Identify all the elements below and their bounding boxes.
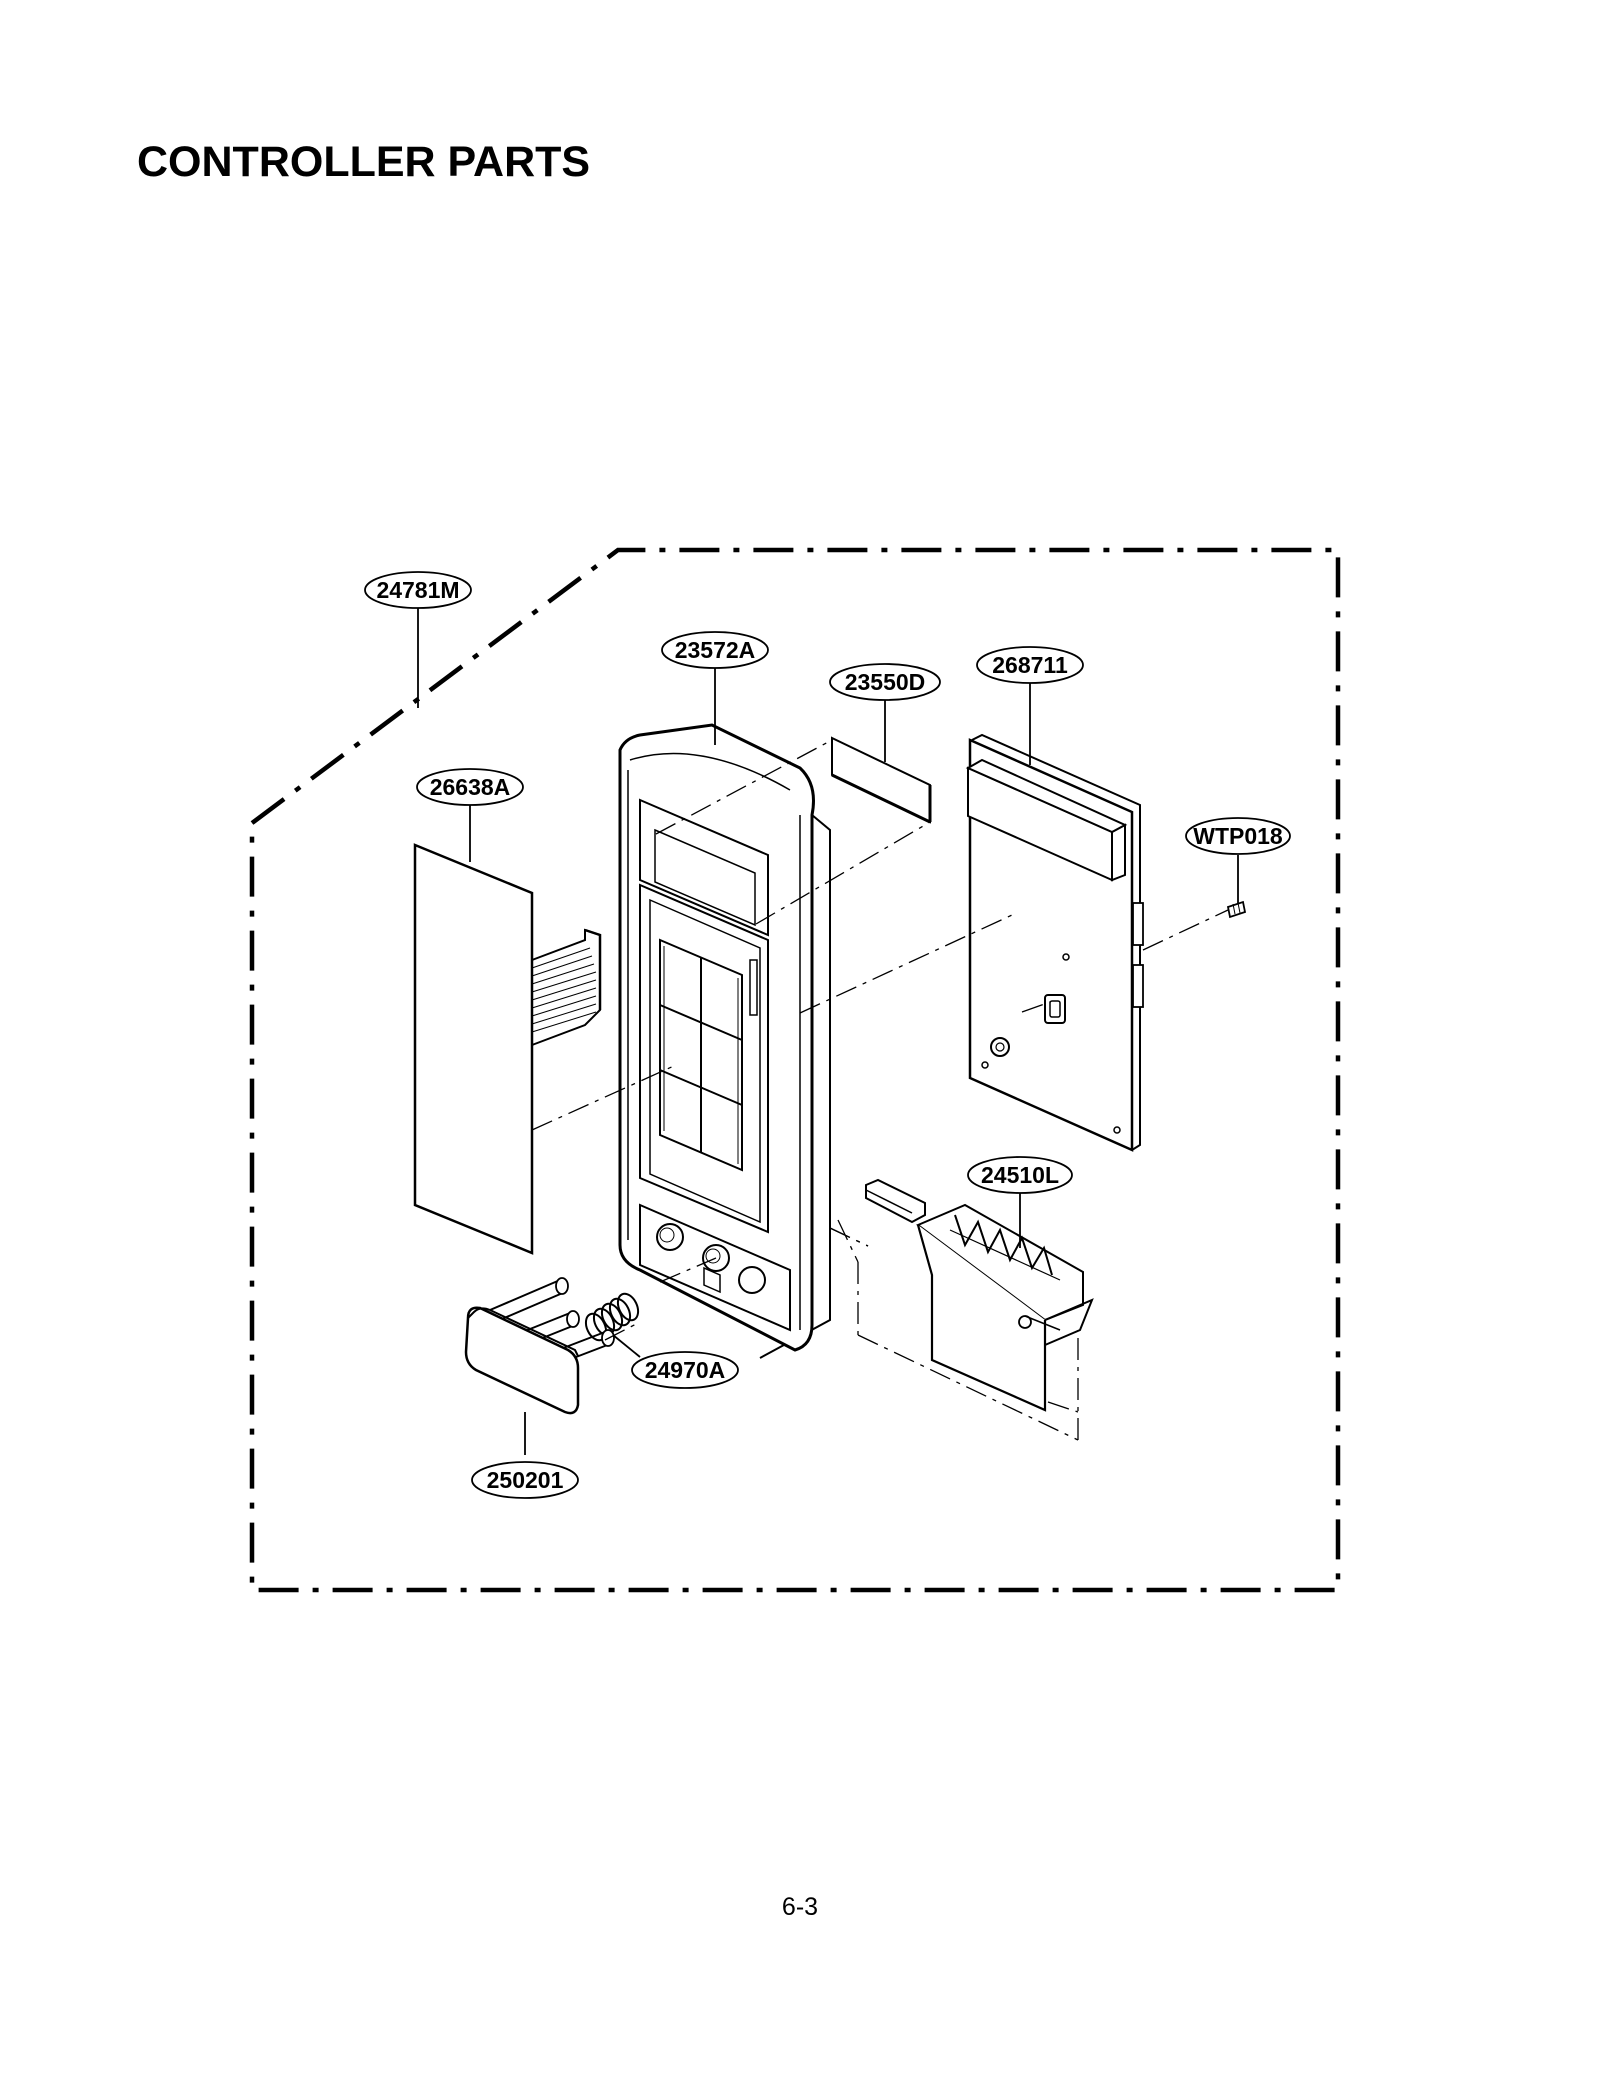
callout-26638a: 26638A xyxy=(416,768,524,806)
membrane-sheet-part xyxy=(413,843,602,1255)
callout-250201: 250201 xyxy=(471,1461,579,1499)
assembly-boundary xyxy=(249,547,1341,1593)
control-panel-frame-part xyxy=(618,723,831,1359)
display-filter-part xyxy=(831,736,932,824)
page-title: CONTROLLER PARTS xyxy=(137,138,591,186)
latch-lever-part xyxy=(865,1178,1094,1412)
callout-24510l: 24510L xyxy=(967,1156,1073,1194)
callout-24781m: 24781M xyxy=(364,571,472,609)
callout-24970a: 24970A xyxy=(631,1351,739,1389)
assembly-guide-lines xyxy=(531,739,1229,1441)
callout-leaders xyxy=(417,608,1239,1455)
svg-text:24781M: 24781M xyxy=(376,577,459,603)
svg-text:250201: 250201 xyxy=(487,1467,564,1493)
pcb-part xyxy=(965,733,1144,1152)
svg-text:24510L: 24510L xyxy=(981,1162,1059,1188)
svg-text:24970A: 24970A xyxy=(645,1357,726,1383)
svg-text:26638A: 26638A xyxy=(430,774,511,800)
callout-23550d: 23550D xyxy=(829,663,941,701)
callout-268711: 268711 xyxy=(976,646,1084,684)
screw-part xyxy=(1226,900,1247,919)
callout-wtp018: WTP018 xyxy=(1185,817,1291,855)
svg-text:WTP018: WTP018 xyxy=(1193,823,1283,849)
svg-text:268711: 268711 xyxy=(992,652,1068,678)
svg-text:23572A: 23572A xyxy=(675,637,756,663)
svg-text:23550D: 23550D xyxy=(845,669,926,695)
page-number: 6-3 xyxy=(781,1893,819,1921)
callout-23572a: 23572A xyxy=(661,631,769,669)
push-button-part xyxy=(464,1277,615,1415)
